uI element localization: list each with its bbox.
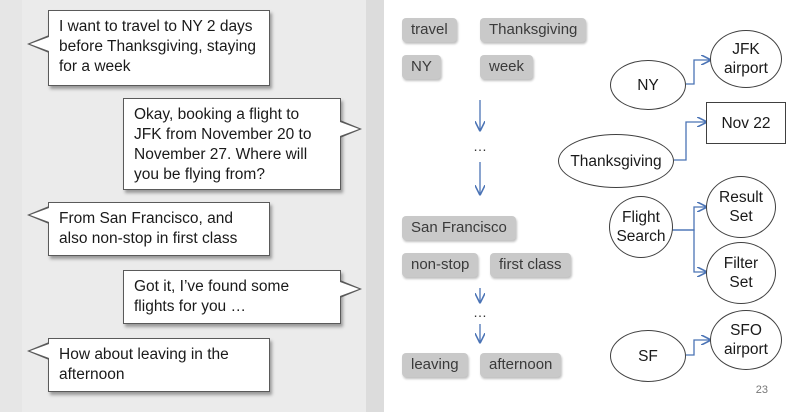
node-jfk-airport: JFK airport — [710, 30, 782, 88]
user-message-1-text: I want to travel to NY 2 days before Tha… — [59, 18, 257, 75]
edge-flightsearch-filter — [671, 229, 706, 272]
node-flight-search: Flight Search — [609, 196, 673, 258]
user-message-3: How about leaving in the afternoon — [48, 338, 270, 392]
user-message-2-text: From San Francisco, and also non-stop in… — [59, 210, 238, 247]
dialogue-panel: I want to travel to NY 2 days before Tha… — [0, 0, 384, 412]
node-filter-set: Filter Set — [706, 242, 776, 304]
user-message-3-text: How about leaving in the afternoon — [59, 346, 229, 383]
tag-travel: travel — [402, 18, 457, 42]
tag-ny: NY — [402, 55, 441, 79]
concept-panel: travel Thanksgiving NY week … San Franci… — [384, 0, 800, 412]
connector-layer — [384, 0, 800, 356]
node-sfo-airport: SFO airport — [710, 310, 782, 370]
tag-week: week — [480, 55, 534, 79]
tag-afternoon: afternoon — [480, 353, 562, 377]
agent-message-2: Got it, I’ve found some flights for you … — [123, 270, 341, 324]
user-message-1: I want to travel to NY 2 days before Tha… — [48, 10, 270, 86]
tag-non-stop: non-stop — [402, 253, 479, 277]
agent-message-1-text: Okay, booking a flight to JFK from Novem… — [134, 106, 312, 183]
agent-message-1: Okay, booking a flight to JFK from Novem… — [123, 98, 341, 190]
edge-sf-sfo — [686, 340, 710, 356]
tag-san-francisco: San Francisco — [402, 216, 516, 240]
edge-flightsearch-result — [671, 207, 706, 231]
edge-thanksgiving-nov22 — [674, 122, 706, 161]
node-ny: NY — [610, 60, 686, 110]
panel-divider — [366, 0, 384, 412]
page-number: 23 — [755, 384, 768, 396]
ellipsis-2: … — [473, 304, 488, 320]
node-thanksgiving: Thanksgiving — [558, 134, 674, 188]
tag-first-class: first class — [490, 253, 571, 277]
user-message-2: From San Francisco, and also non-stop in… — [48, 202, 270, 256]
node-result-set: Result Set — [706, 176, 776, 238]
edge-ny-jfk — [686, 60, 710, 85]
node-sf: SF — [610, 330, 686, 382]
agent-message-2-text: Got it, I’ve found some flights for you … — [134, 278, 290, 315]
tag-leaving: leaving — [402, 353, 468, 377]
node-nov-22: Nov 22 — [706, 102, 786, 144]
ellipsis-1: … — [473, 138, 488, 154]
tag-thanksgiving: Thanksgiving — [480, 18, 587, 42]
